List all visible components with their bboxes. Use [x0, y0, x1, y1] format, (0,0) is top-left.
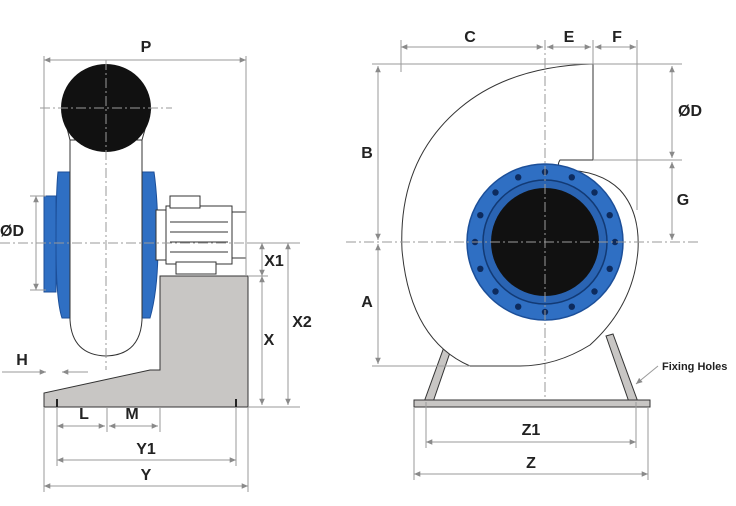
label-front-D: ØD: [678, 103, 702, 120]
flange-bolt: [568, 174, 575, 181]
flange-bolt: [606, 212, 613, 219]
motor: [155, 195, 247, 275]
label-Z1: Z1: [522, 422, 541, 439]
label-X2: X2: [292, 314, 312, 331]
label-F: F: [612, 29, 622, 46]
front-leg-right: [605, 333, 639, 403]
flange-bolts: [471, 168, 619, 316]
label-M: M: [125, 406, 138, 423]
label-side-D: ØD: [0, 223, 24, 240]
flange-bolt: [515, 303, 522, 310]
flange-bolt: [515, 174, 522, 181]
flange-bolt: [591, 189, 598, 196]
flange-bolt: [606, 265, 613, 272]
flange-bolt: [492, 189, 499, 196]
label-C: C: [464, 29, 476, 46]
label-Y: Y: [141, 467, 152, 484]
label-E: E: [564, 29, 575, 46]
label-Z: Z: [526, 455, 536, 472]
front-view: C E F B A ØD G Fixing Holes Z1 Z: [346, 29, 727, 480]
label-G: G: [677, 192, 689, 209]
side-outlet-disc: [61, 64, 151, 152]
label-X1: X1: [264, 253, 284, 270]
flange-bolt: [611, 238, 619, 246]
flange-bolt: [477, 265, 484, 272]
label-X: X: [264, 332, 275, 349]
label-H: H: [16, 352, 28, 369]
side-view: P ØD H X1 X X2 L M Y1: [0, 39, 312, 492]
flange-bolt: [568, 303, 575, 310]
flange-bolt: [492, 288, 499, 295]
label-P: P: [141, 39, 152, 56]
front-base-plate: [413, 399, 651, 408]
label-Y1: Y1: [136, 441, 156, 458]
label-L: L: [79, 406, 89, 423]
label-B: B: [361, 145, 373, 162]
flange-bolt: [591, 288, 598, 295]
label-fixing-holes: Fixing Holes: [662, 361, 727, 373]
side-inlet-flange: [43, 195, 57, 293]
label-A: A: [361, 294, 373, 311]
flange-bolt: [477, 212, 484, 219]
side-base: [43, 275, 249, 408]
